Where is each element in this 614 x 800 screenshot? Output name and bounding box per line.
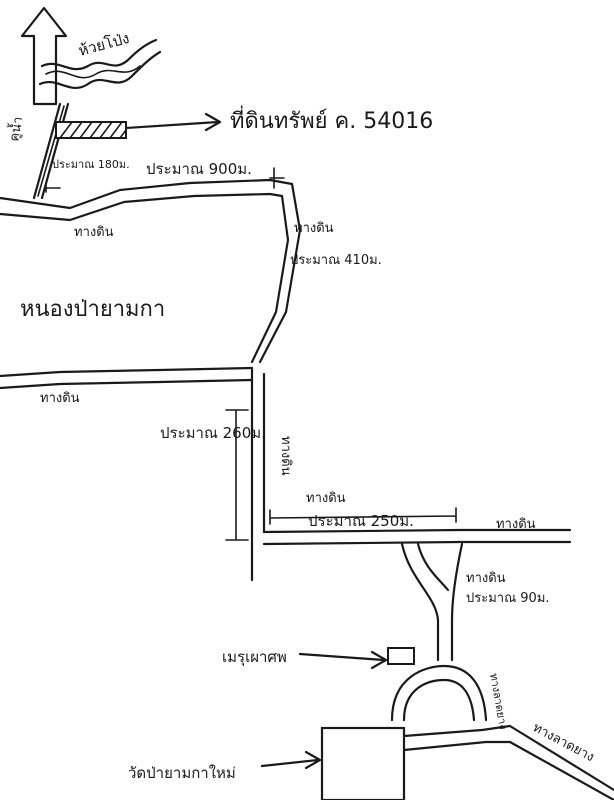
dirt-road-label-3: ทางดิน <box>306 491 346 506</box>
land-plot-marker <box>55 121 127 139</box>
temple-label: วัดป่ายามกาใหม่ <box>128 764 236 782</box>
temple-arrow <box>260 750 322 770</box>
distance-410-label: ประมาณ 410ม. <box>290 253 382 268</box>
dirt-road-label-1: ทางดิน <box>74 225 114 240</box>
monument-arrow <box>298 650 388 670</box>
lower-road <box>262 528 572 546</box>
upper-road <box>0 178 294 222</box>
dirt-road-label-5: ทางดิน <box>466 571 506 586</box>
right-road <box>250 182 302 364</box>
ditch-line <box>32 102 70 200</box>
fork-road <box>400 542 464 662</box>
stream-label: ห้วยโป่ง <box>76 29 131 60</box>
dirt-road-label-4: ทางดิน <box>496 517 536 532</box>
monument-label: เมรุเผาศพ <box>222 648 287 667</box>
temple-building <box>320 726 406 800</box>
stream-line <box>38 38 162 90</box>
distance-260-label: ประมาณ 260ม. <box>160 424 266 442</box>
monument-marker <box>387 647 415 665</box>
dimension-lines <box>45 167 457 541</box>
distance-90-label: ประมาณ 90ม. <box>466 591 550 606</box>
village-label: หนองป่ายามกา <box>20 297 165 322</box>
paved-road <box>402 724 614 800</box>
horseshoe-road <box>390 664 488 722</box>
land-title-label: ที่ดินทรัพย์ ค. 54016 <box>230 105 433 134</box>
middle-road <box>0 366 254 390</box>
distance-180-label: ประมาณ 180ม. <box>52 158 130 171</box>
north-arrow-icon <box>20 6 68 106</box>
distance-250-label: ประมาณ 250ม. <box>308 512 414 530</box>
vertical-road <box>250 366 266 582</box>
land-title-arrow <box>124 112 222 132</box>
vertical-road-label: ทางดิน <box>278 436 293 476</box>
dirt-road-label-right: ทางดิน <box>294 221 334 236</box>
distance-900-label: ประมาณ 900ม. <box>146 160 252 178</box>
dirt-road-label-2: ทางดิน <box>40 391 80 406</box>
ditch-label: คูน้ำ <box>4 115 26 143</box>
curve-road-label: ทางลาดยาง <box>487 672 510 730</box>
